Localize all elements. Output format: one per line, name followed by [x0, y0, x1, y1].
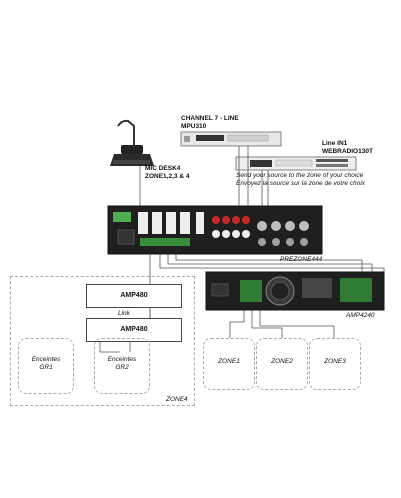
zone1-label: ZONE1 [218, 358, 240, 365]
send-source-fr: Envoyez la source sur la zone de votre c… [236, 180, 365, 187]
amp480-bottom-label: AMP480 [120, 326, 148, 333]
speakers-gr1 [18, 338, 74, 394]
zone2-label: ZONE2 [271, 358, 293, 365]
mpu310-device [180, 131, 282, 147]
zone3-label: ZONE3 [324, 358, 346, 365]
amp4240-label: AMP4240 [346, 312, 375, 319]
mpu310-label: MPU310 [181, 123, 207, 130]
zone4-label: ZONE4 [166, 396, 188, 403]
mic-desk-device [110, 119, 154, 166]
prezone-label: PREZONE444 [280, 256, 323, 263]
zone4-area [10, 276, 195, 406]
gr1-line1: Enceintes [31, 356, 61, 363]
speakers-gr2-label: Enceintes GR2 [94, 356, 150, 372]
mic-zones-label: ZONE1,2,3 & 4 [145, 173, 190, 180]
webradio-label: WEBRADIO130T [322, 148, 373, 155]
gr2-line1: Enceintes [107, 356, 137, 363]
gr2-line2: GR2 [115, 364, 129, 371]
prezone444-device [107, 205, 323, 255]
speakers-gr1-label: Enceintes GR1 [18, 356, 74, 372]
link-label: Link [118, 310, 130, 317]
zone3-box [309, 338, 361, 390]
mic-desk-label: MIC DESK4 [145, 165, 181, 172]
zone1-box [203, 338, 255, 390]
channel7-label: CHANNEL 7 - LINE [181, 115, 239, 122]
webradio-device [235, 156, 357, 171]
amp480-top: AMP480 [86, 284, 182, 308]
speakers-gr2 [94, 338, 150, 394]
send-source-en: Send your source to the zone of your cho… [236, 172, 364, 179]
line-in-label: Line IN1 [322, 140, 348, 147]
amp4240-device [205, 271, 385, 311]
gr1-line2: GR1 [39, 364, 53, 371]
amp480-top-label: AMP480 [120, 292, 148, 299]
zone2-box [256, 338, 308, 390]
